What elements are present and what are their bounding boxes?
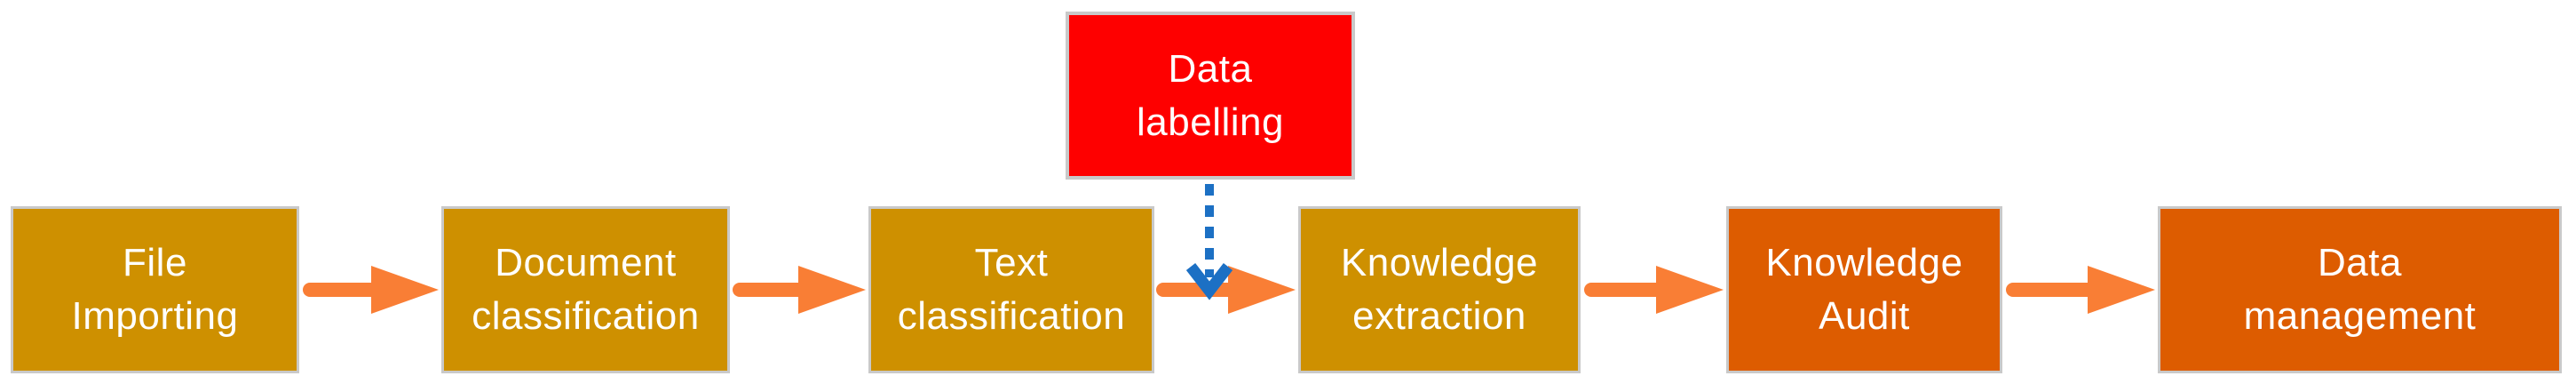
node-label: Knowledge Audit [1765,241,1963,338]
annotation-data-labelling: Data labelling [1066,12,1355,180]
annotation-label: Data labelling [1137,46,1284,144]
node-document-classification: Document classification [441,206,730,373]
flow-arrow [303,266,439,314]
flow-arrow [1156,266,1296,314]
node-file-importing: File Importing [11,206,299,373]
node-data-management: Data management [2158,206,2562,373]
node-text-classification: Text classification [868,206,1154,373]
node-label: Document classification [472,241,700,338]
flow-arrow [1584,266,1724,314]
node-knowledge-extraction: Knowledge extraction [1298,206,1581,373]
data-labelling-arrow [1185,184,1233,300]
node-label: File Importing [71,241,239,338]
node-label: Text classification [897,241,1126,338]
node-knowledge-audit: Knowledge Audit [1726,206,2002,373]
flow-arrow [733,266,866,314]
node-label: Knowledge extraction [1340,241,1539,338]
node-label: Data management [2243,241,2477,338]
flow-arrow [2006,266,2155,314]
